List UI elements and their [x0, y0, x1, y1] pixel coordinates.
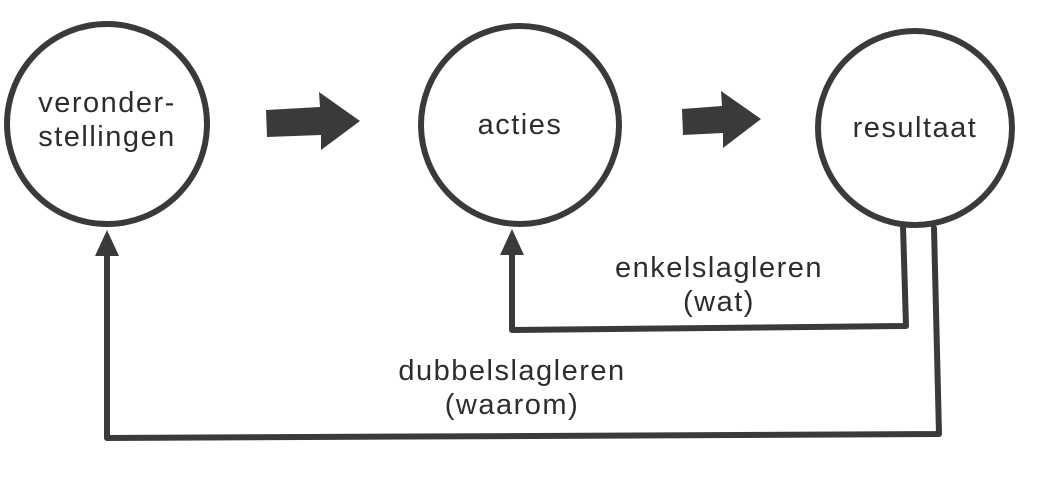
double-loop-path	[104, 225, 942, 441]
single-loop-label-line2: (wat)	[683, 286, 755, 318]
node-result-label: resultaat	[853, 112, 978, 144]
arrow-assumptions-to-actions-icon	[266, 92, 360, 150]
node-assumptions-circle	[4, 21, 210, 227]
node-actions-circle	[418, 23, 622, 227]
double-loop-arrowhead-icon	[95, 230, 119, 256]
node-actions-label: acties	[478, 109, 563, 141]
node-assumptions-label-line2: stellingen	[38, 121, 176, 153]
node-assumptions-label-line1: veronder-	[38, 87, 176, 119]
double-loop-label-line1: dubbelslagleren	[398, 355, 625, 387]
node-result-circle	[815, 28, 1015, 228]
single-loop-path	[509, 223, 909, 333]
double-loop-label-line2: (waarom)	[445, 389, 579, 421]
single-loop-arrowhead-icon	[500, 229, 524, 255]
arrow-actions-to-result-icon	[682, 91, 761, 148]
single-loop-label-line1: enkelslagleren	[615, 252, 823, 284]
